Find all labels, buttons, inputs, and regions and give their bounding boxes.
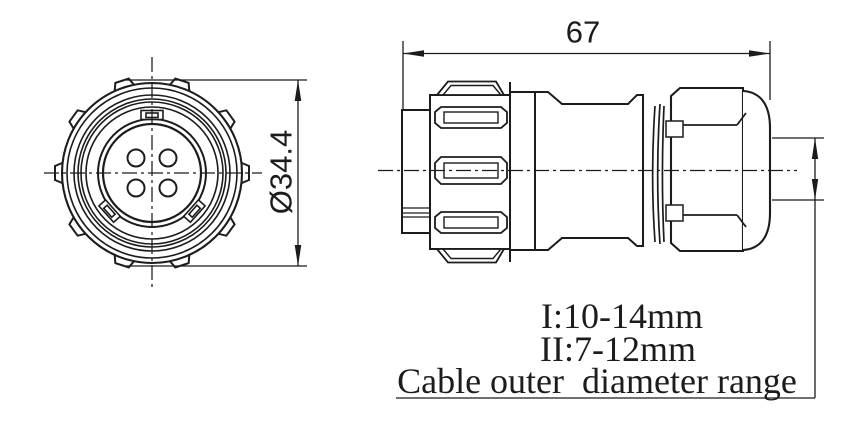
mating-barrel — [401, 109, 431, 234]
side-view — [401, 80, 772, 264]
arrowhead-down-icon — [294, 245, 302, 266]
contact-pins — [126, 148, 178, 198]
length-dimension-label: 67 — [565, 14, 601, 50]
contact-pin-2 — [158, 148, 178, 168]
dimension-lines — [126, 41, 824, 399]
contact-pin-4 — [158, 178, 178, 198]
contact-pin-3 — [126, 178, 146, 198]
arrowhead-up-icon — [811, 138, 819, 159]
key-slot-bottom-left — [97, 198, 122, 224]
dim-length-67 — [402, 41, 771, 109]
gland-hex-nut — [669, 86, 745, 253]
dim-cable-entry — [396, 137, 824, 399]
key-slot-bottom-right — [182, 198, 207, 224]
arrowhead-left-icon — [403, 50, 424, 57]
contact-pin-1 — [126, 148, 146, 168]
grip-rib-bottom — [435, 248, 506, 264]
cable-note-line3: Cable outer diameter range — [397, 361, 797, 401]
cable-note-line2: II:7-12mm — [540, 329, 696, 369]
mating-barrel-key-groove — [402, 207, 430, 218]
arrowhead-up-icon — [294, 80, 302, 101]
sealing-gasket — [651, 103, 665, 245]
grip-rib-top — [435, 80, 506, 96]
cable-note-line1: I:10-14mm — [541, 296, 703, 336]
gland-notches — [665, 120, 684, 222]
centerlines — [44, 57, 797, 291]
dim-diameter-34-4 — [126, 79, 307, 267]
arrowhead-right-icon — [749, 50, 770, 57]
arrowhead-down-icon — [811, 179, 819, 200]
diameter-dimension-label: Ø34.4 — [263, 129, 299, 215]
